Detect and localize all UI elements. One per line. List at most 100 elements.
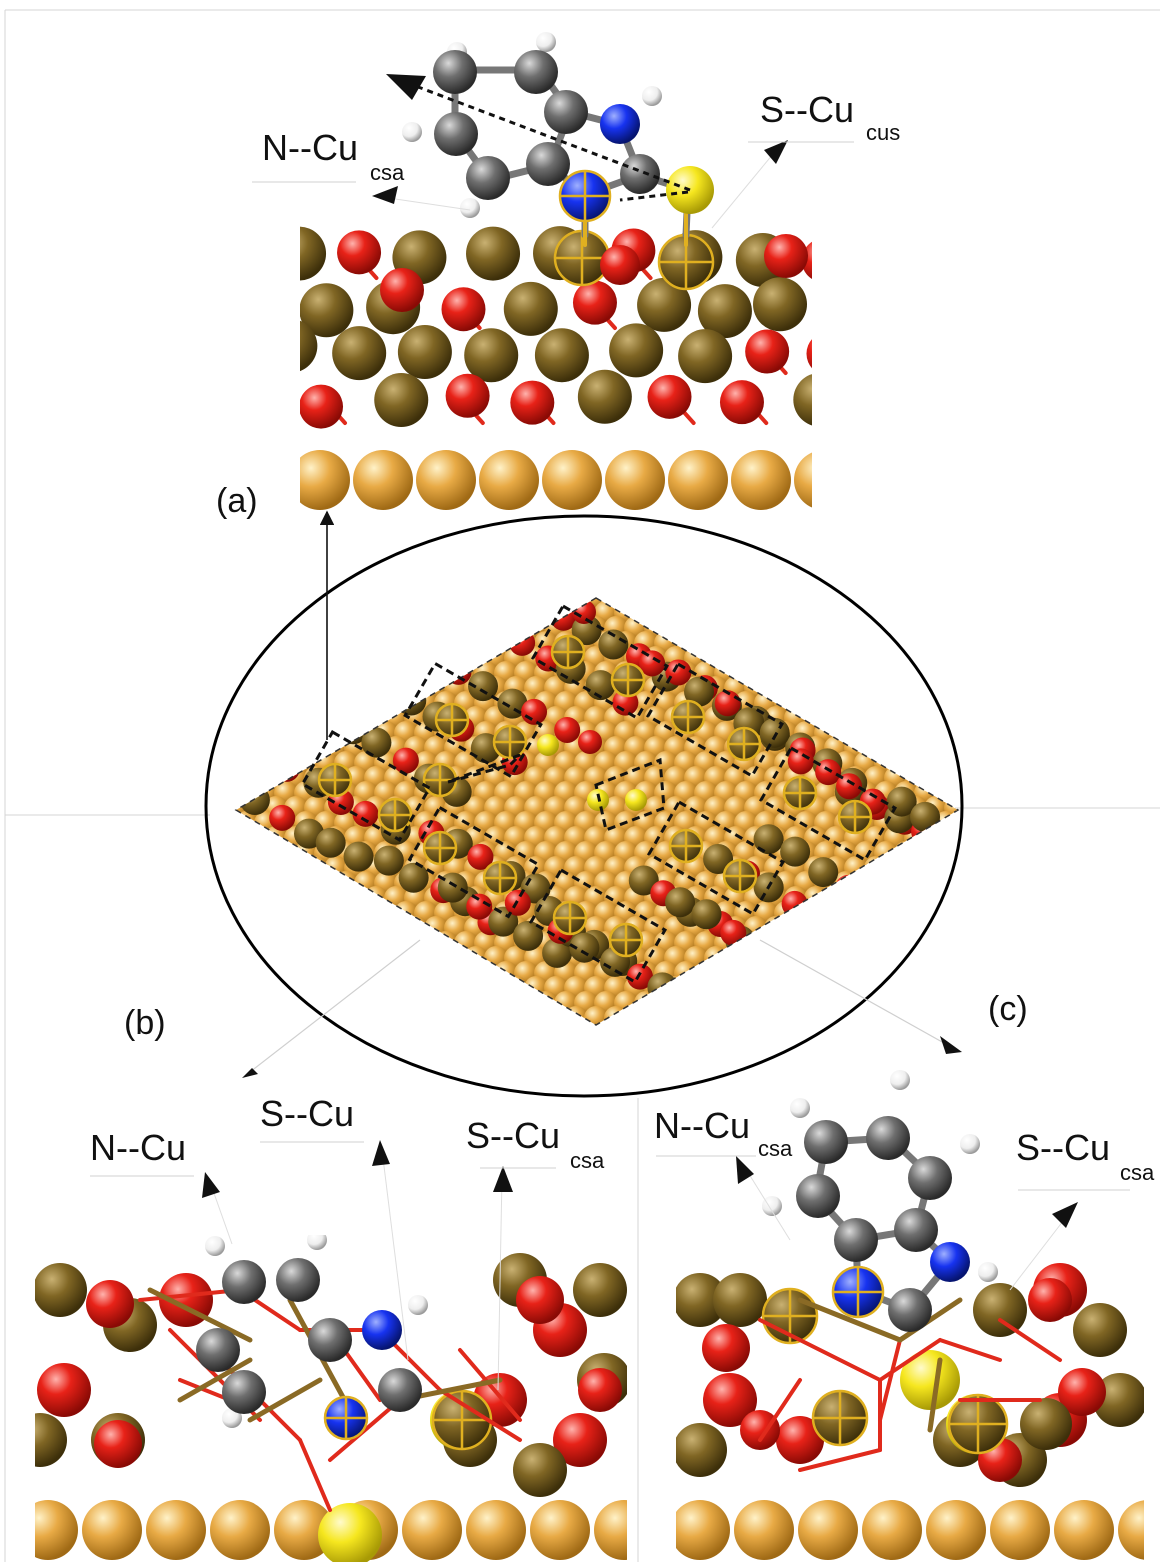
atom-cu xyxy=(236,721,258,745)
atom-cu xyxy=(542,450,602,510)
atom-cu xyxy=(894,871,918,895)
atom-c xyxy=(834,1218,878,1262)
atom-cu xyxy=(814,691,838,715)
atom-cu xyxy=(714,961,738,985)
panel-b-structure xyxy=(35,1235,627,1562)
atom-cu xyxy=(294,901,318,925)
atom-cu xyxy=(236,1006,248,1025)
atom-cu xyxy=(474,991,498,1015)
atom-cu xyxy=(244,976,268,1000)
atom-cu xyxy=(874,991,898,1015)
atom-h xyxy=(642,86,662,106)
atom-cu xyxy=(764,976,788,1000)
atom-cu xyxy=(334,691,358,715)
atom-cu xyxy=(1004,736,1028,760)
atom-cu xyxy=(1014,601,1038,625)
atom-cu xyxy=(834,901,858,925)
atom-cu xyxy=(354,631,378,655)
atom-cu xyxy=(654,991,678,1015)
atom-cu xyxy=(674,991,698,1015)
atom-cu xyxy=(264,646,288,670)
atom-cu xyxy=(884,886,908,910)
atom-cu xyxy=(374,991,398,1015)
atom-cu xyxy=(764,646,788,670)
atom-cu xyxy=(334,901,358,925)
atom-cu xyxy=(944,916,958,940)
atom-cu xyxy=(524,598,548,610)
atom-c xyxy=(378,1368,422,1412)
atom-cu xyxy=(684,1006,708,1025)
atom-cuo xyxy=(684,676,715,707)
atom-cu xyxy=(834,961,858,985)
atom-cuo xyxy=(808,857,839,888)
atom-cu xyxy=(236,616,248,640)
atom-cu xyxy=(974,661,998,685)
atom-cu xyxy=(844,886,868,910)
atom-cu xyxy=(244,766,268,790)
atom-cuo xyxy=(598,629,629,660)
atom-cu xyxy=(634,1021,658,1025)
atom-c xyxy=(434,112,478,156)
atom-cu xyxy=(394,631,418,655)
atom-cu xyxy=(924,826,948,850)
atom-cu xyxy=(384,1006,408,1025)
atom-cu xyxy=(454,961,478,985)
atom-cu xyxy=(344,676,368,700)
atom-cu xyxy=(324,976,348,1000)
atom-cu xyxy=(974,961,998,985)
atom-o xyxy=(554,716,581,743)
atom-cu xyxy=(784,676,808,700)
atom-cu xyxy=(236,631,258,655)
atom-cu xyxy=(344,886,368,910)
atom-h xyxy=(460,198,480,218)
atom-h xyxy=(536,32,556,52)
atom-cu xyxy=(384,916,408,940)
atom-h xyxy=(790,1098,810,1118)
atom-o xyxy=(572,280,617,325)
atom-cuo xyxy=(503,281,558,336)
atom-cuo xyxy=(1093,1373,1144,1427)
atom-cu xyxy=(814,901,838,925)
atom-cuo xyxy=(466,226,521,281)
atom-cu xyxy=(530,1500,590,1560)
atom-cu xyxy=(434,1021,458,1025)
atom-cu xyxy=(434,631,458,655)
atom-o xyxy=(764,234,808,278)
panel-a-structure xyxy=(300,226,812,510)
atom-cu xyxy=(894,1021,918,1025)
atom-cu xyxy=(264,598,288,610)
atom-cu xyxy=(484,976,508,1000)
atom-cu xyxy=(444,976,468,1000)
atom-cu xyxy=(874,1021,898,1025)
atom-cu xyxy=(954,901,958,925)
atom-cuo xyxy=(35,1413,67,1467)
atom-cu xyxy=(364,616,388,640)
atom-cu xyxy=(444,616,468,640)
atom-cu xyxy=(914,961,938,985)
atom-cu xyxy=(644,598,668,610)
atom-cu xyxy=(862,1500,922,1560)
atom-cu xyxy=(924,856,948,880)
atom-cu xyxy=(964,916,988,940)
atom-cu xyxy=(344,598,368,610)
atom-o xyxy=(466,893,493,920)
atom-o xyxy=(836,773,863,800)
atom-cu xyxy=(236,856,248,880)
atom-cu xyxy=(1014,751,1038,775)
atom-o xyxy=(776,1416,824,1464)
atom-cu xyxy=(854,901,878,925)
atom-cu xyxy=(744,598,768,610)
atom-cu xyxy=(974,691,998,715)
atom-o xyxy=(600,245,640,285)
atom-cu xyxy=(504,616,528,640)
atom-cu xyxy=(416,450,476,510)
atom-cu xyxy=(994,631,1018,655)
atom-cu xyxy=(824,646,848,670)
label-b-s-cu-csa: S--Cu xyxy=(466,1115,560,1156)
atom-cu xyxy=(554,1021,578,1025)
atom-cu xyxy=(1004,946,1028,970)
atom-cu xyxy=(934,991,958,1015)
atom-cu xyxy=(1014,781,1038,805)
atom-cu xyxy=(804,598,828,610)
